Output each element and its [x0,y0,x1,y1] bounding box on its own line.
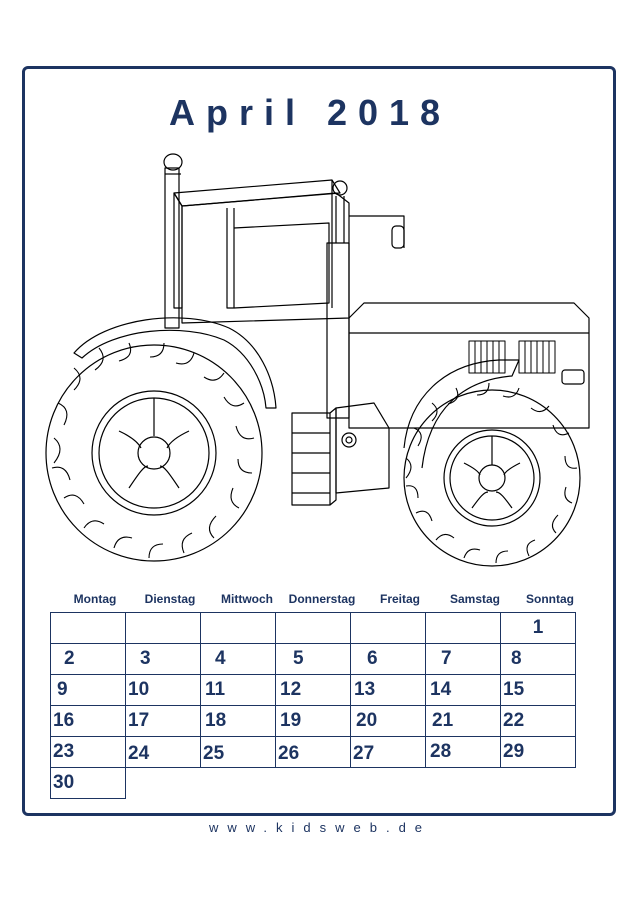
calendar-day-cell [275,612,351,644]
calendar-day-cell: 18 [200,705,276,737]
page-title: April 2018 [168,92,452,133]
calendar-week: 9 10 11 12 13 14 15 [50,674,576,706]
calendar-day-cell: 27 [350,736,426,768]
day-number: 4 [215,648,226,669]
calendar-day-cell: 2 [50,643,126,675]
calendar-week: 2 3 4 5 6 7 8 [50,643,576,675]
day-number: 29 [503,741,525,762]
day-number: 27 [353,743,375,764]
calendar-day-cell [350,612,426,644]
day-number: 19 [280,710,302,731]
calendar-day-cell: 7 [425,643,501,675]
calendar-day-cell [125,612,201,644]
calendar-day-cell: 13 [350,674,426,706]
weekday-label: Donnerstag [288,592,356,606]
day-number: 26 [278,743,300,764]
calendar-grid: 1 2 3 4 5 6 7 8 9 10 11 12 13 14 15 16 1… [50,612,576,799]
weekday-label: Mittwoch [221,592,273,606]
calendar-day-cell: 5 [275,643,351,675]
calendar-week: 23 24 25 26 27 28 29 [50,736,576,768]
day-number: 2 [64,648,75,669]
day-number: 23 [53,741,75,762]
calendar-day-cell: 30 [50,767,126,799]
day-number: 13 [354,679,376,700]
calendar-week: 30 [50,767,576,799]
day-number: 5 [293,648,304,669]
day-number: 16 [53,710,75,731]
day-number: 30 [53,772,75,793]
tractor-illustration [45,153,590,567]
day-number: 14 [430,679,452,700]
day-number: 21 [432,710,454,731]
day-number: 12 [280,679,302,700]
calendar-day-cell: 23 [50,736,126,768]
calendar-day-cell: 8 [500,643,576,675]
day-number: 10 [128,679,150,700]
day-number: 6 [367,648,378,669]
calendar-day-cell: 19 [275,705,351,737]
calendar-day-cell: 6 [350,643,426,675]
weekday-label: Dienstag [144,592,196,606]
calendar-day-cell: 12 [275,674,351,706]
weekday-label: Samstag [449,592,501,606]
day-number: 3 [140,648,151,669]
calendar-day-cell: 22 [500,705,576,737]
calendar-day-cell: 26 [275,736,351,768]
day-number: 28 [430,741,452,762]
day-number: 22 [503,710,525,731]
calendar-day-cell: 1 [500,612,576,644]
calendar-day-cell: 11 [200,674,276,706]
calendar-day-cell: 16 [50,705,126,737]
day-number: 7 [441,648,452,669]
weekday-label: Sonntag [526,592,574,606]
calendar-day-cell: 25 [200,736,276,768]
day-number: 25 [203,743,225,764]
calendar-day-cell: 14 [425,674,501,706]
calendar-day-cell: 10 [125,674,201,706]
day-number: 11 [205,679,226,700]
day-number: 1 [532,617,544,638]
weekday-label: Freitag [379,592,420,606]
calendar-day-cell [425,612,501,644]
day-number: 24 [128,743,150,764]
calendar-day-cell: 15 [500,674,576,706]
calendar-day-cell [50,612,126,644]
calendar-day-cell: 9 [50,674,126,706]
calendar-day-cell: 21 [425,705,501,737]
calendar-week: 1 [50,612,576,644]
calendar-day-cell: 17 [125,705,201,737]
weekday-label: Montag [73,592,117,606]
calendar-day-cell: 20 [350,705,426,737]
day-number: 15 [503,679,525,700]
calendar-day-cell: 3 [125,643,201,675]
calendar-day-cell: 28 [425,736,501,768]
calendar-day-cell [200,612,276,644]
calendar-day-cell: 24 [125,736,201,768]
day-number: 18 [205,710,227,731]
day-number: 20 [356,710,378,731]
calendar-week: 16 17 18 19 20 21 22 [50,705,576,737]
day-number: 17 [128,710,150,731]
day-number: 8 [511,648,522,669]
day-number: 9 [57,679,68,700]
calendar-day-cell: 4 [200,643,276,675]
page-frame [22,66,616,816]
weekday-header: Montag Dienstag Mittwoch Donnerstag Frei… [50,592,590,610]
website-footer: www.kidsweb.de [208,820,432,835]
calendar-day-cell: 29 [500,736,576,768]
